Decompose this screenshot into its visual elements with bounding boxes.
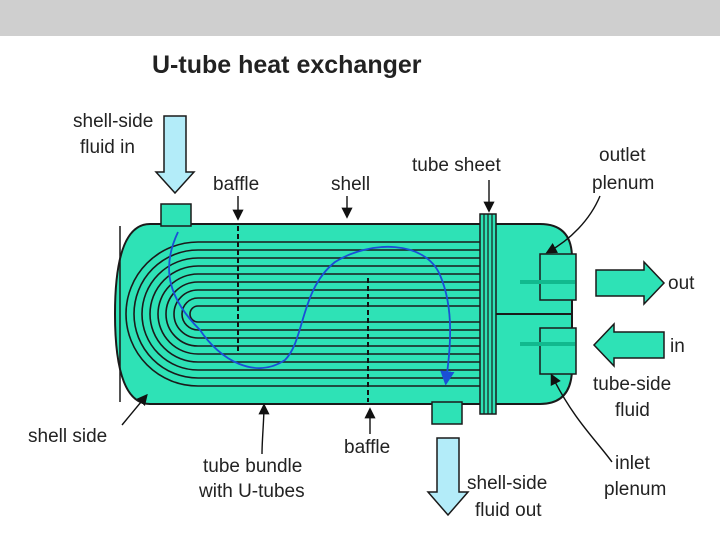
- label-in: in: [670, 336, 685, 357]
- label-shell-fluid-in-2: fluid in: [80, 137, 135, 158]
- tube-sheet: [479, 213, 572, 415]
- label-tube-side-fluid: tube-side: [593, 374, 671, 395]
- leader-lines: [121, 180, 613, 463]
- label-tube-bundle-2: with U-tubes: [198, 481, 305, 502]
- tube-bundle: [125, 241, 485, 387]
- label-out: out: [668, 273, 695, 294]
- shell-fluid-in-arrow: [154, 115, 196, 195]
- label-baffle-top: baffle: [213, 174, 259, 195]
- top-bar: [0, 0, 720, 36]
- inlet-nozzle: [160, 203, 192, 227]
- label-tube-sheet: tube sheet: [412, 155, 501, 176]
- label-baffle-bottom: baffle: [344, 437, 390, 458]
- label-shell-fluid-in: shell-side: [73, 111, 153, 132]
- inlet-plenum-nozzle: [539, 327, 577, 375]
- label-shell-side: shell side: [28, 426, 107, 447]
- out-arrow: [595, 260, 666, 306]
- label-inlet-plenum-2: plenum: [604, 479, 666, 500]
- label-tube-side-fluid-2: fluid: [615, 400, 650, 421]
- label-tube-bundle: tube bundle: [203, 456, 302, 477]
- shell-flow-path: [168, 231, 455, 386]
- diagram-title: U-tube heat exchanger: [152, 51, 422, 79]
- label-inlet-plenum: inlet: [615, 453, 651, 474]
- outlet-plenum-nozzle: [539, 253, 577, 301]
- label-outlet-plenum-2: plenum: [592, 173, 654, 194]
- label-shell-fluid-out-2: fluid out: [475, 500, 542, 521]
- label-outlet-plenum: outlet: [599, 145, 646, 166]
- label-shell: shell: [331, 174, 370, 195]
- label-shell-fluid-out: shell-side: [467, 473, 547, 494]
- outlet-nozzle: [431, 401, 463, 425]
- in-arrow: [592, 322, 665, 368]
- shell-fluid-out-arrow: [426, 437, 470, 517]
